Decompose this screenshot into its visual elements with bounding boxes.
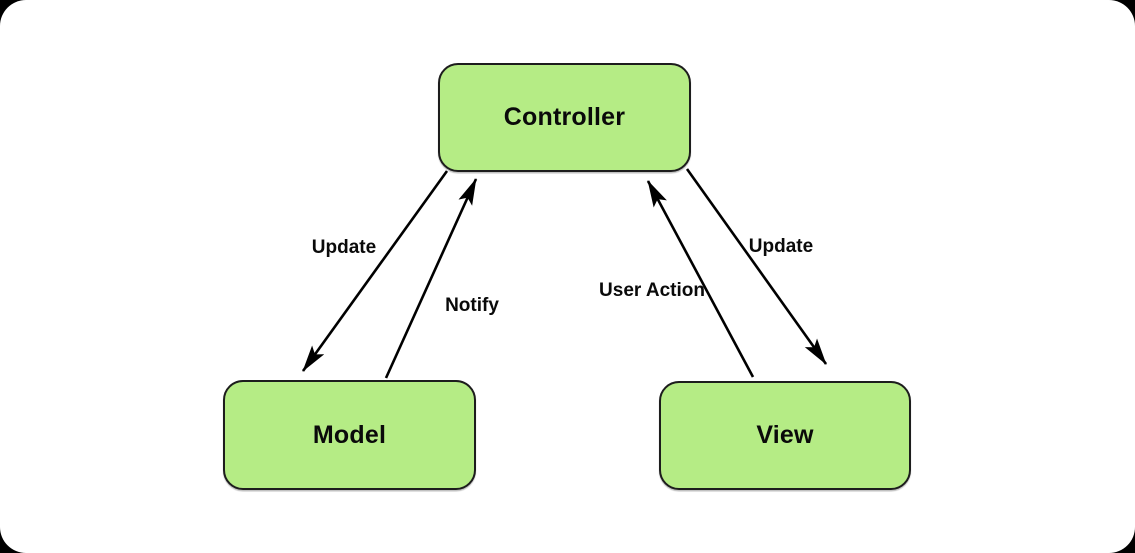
- edge-update-model-arrow: [301, 170, 449, 372]
- edge-notify-arrow: [384, 178, 478, 379]
- node-view: View: [659, 381, 911, 490]
- node-model: Model: [223, 380, 476, 490]
- edge-label-update-view: Update: [748, 236, 814, 257]
- node-model-label: Model: [312, 420, 387, 449]
- edge-label-user-action: User Action: [599, 280, 705, 301]
- edge-label-notify: Notify: [445, 295, 499, 316]
- node-controller: Controller: [438, 63, 691, 172]
- edge-label-update-model: Update: [311, 237, 377, 258]
- node-controller-label: Controller: [503, 103, 626, 131]
- node-view-label: View: [756, 421, 814, 449]
- edge-update-view-arrow: [685, 168, 828, 365]
- edge-user-action-arrow: [646, 180, 755, 378]
